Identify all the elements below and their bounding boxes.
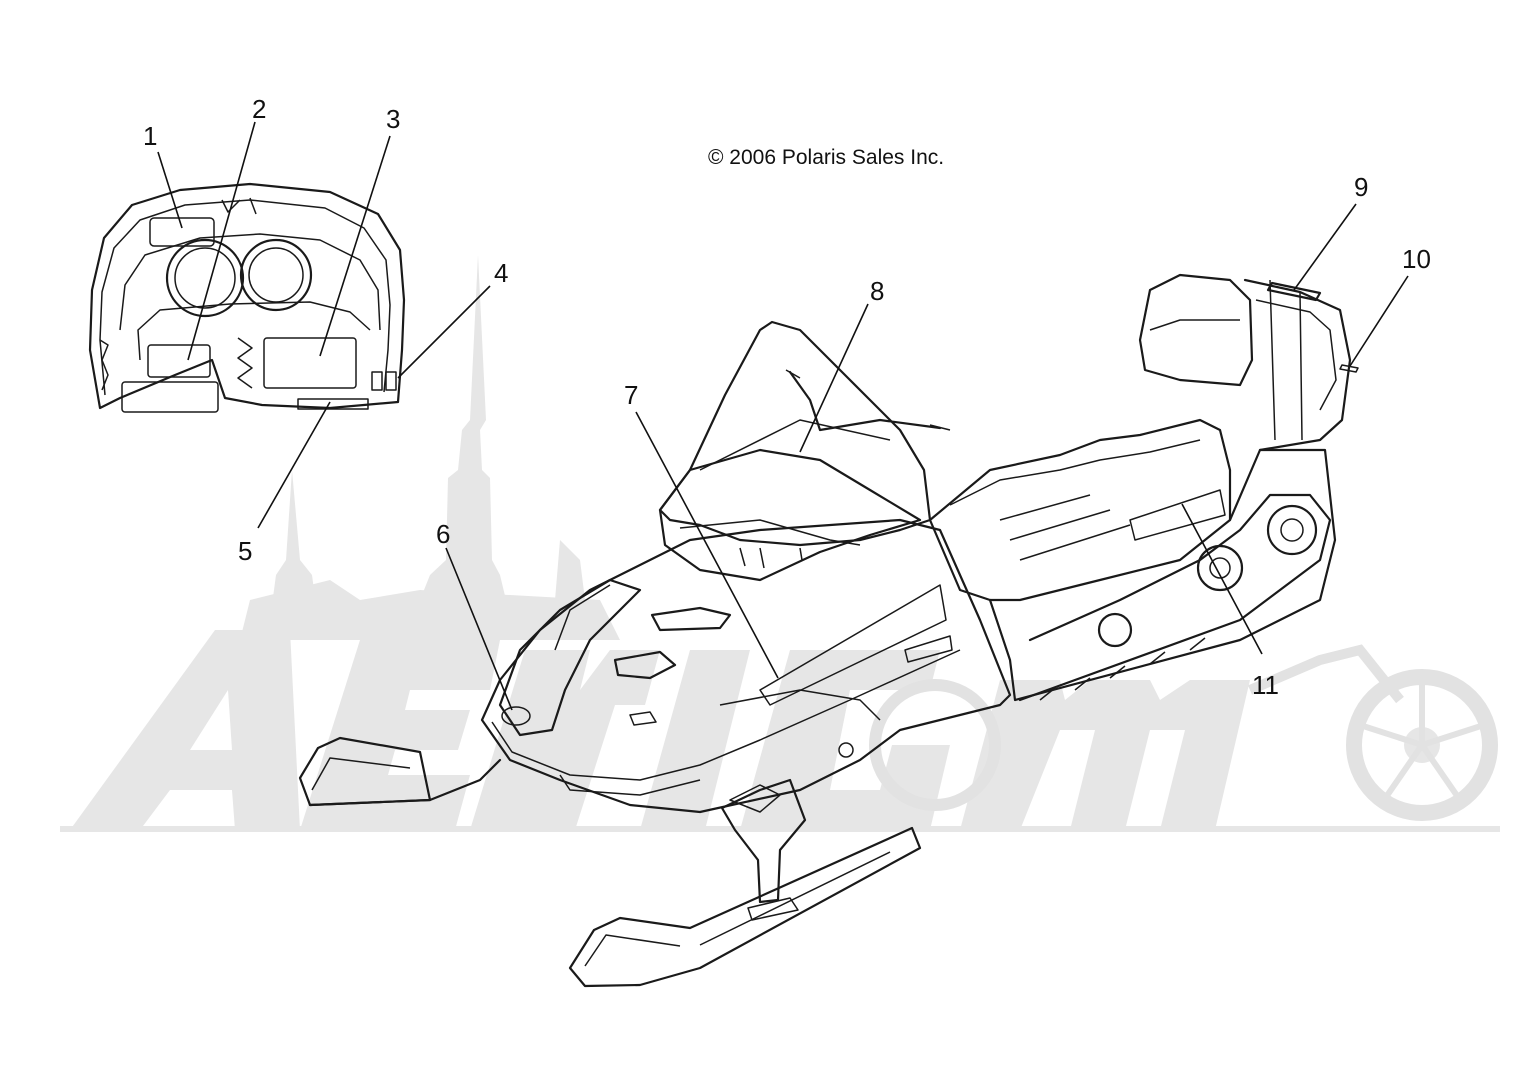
callout-8: 8 — [870, 276, 884, 306]
snowmobile-drawing — [298, 273, 1352, 988]
callout-1: 1 — [143, 121, 157, 151]
decal-strip-9 — [1266, 281, 1322, 302]
callout-9: 9 — [1354, 172, 1368, 202]
callout-6: 6 — [436, 519, 450, 549]
callout-3: 3 — [386, 104, 400, 134]
callout-2: 2 — [252, 94, 266, 124]
leader-lines — [157, 121, 1409, 711]
callout-labels: 1 2 3 4 5 6 7 8 9 10 11 — [143, 94, 1431, 700]
callout-11: 11 — [1252, 670, 1279, 700]
copyright-text: © 2006 Polaris Sales Inc. — [708, 146, 944, 169]
decal-strip-10 — [1339, 364, 1359, 373]
callout-5: 5 — [238, 536, 252, 566]
callout-4: 4 — [494, 258, 508, 288]
dash-console-drawing — [88, 182, 406, 413]
callout-7: 7 — [624, 380, 638, 410]
callout-10: 10 — [1402, 244, 1431, 274]
